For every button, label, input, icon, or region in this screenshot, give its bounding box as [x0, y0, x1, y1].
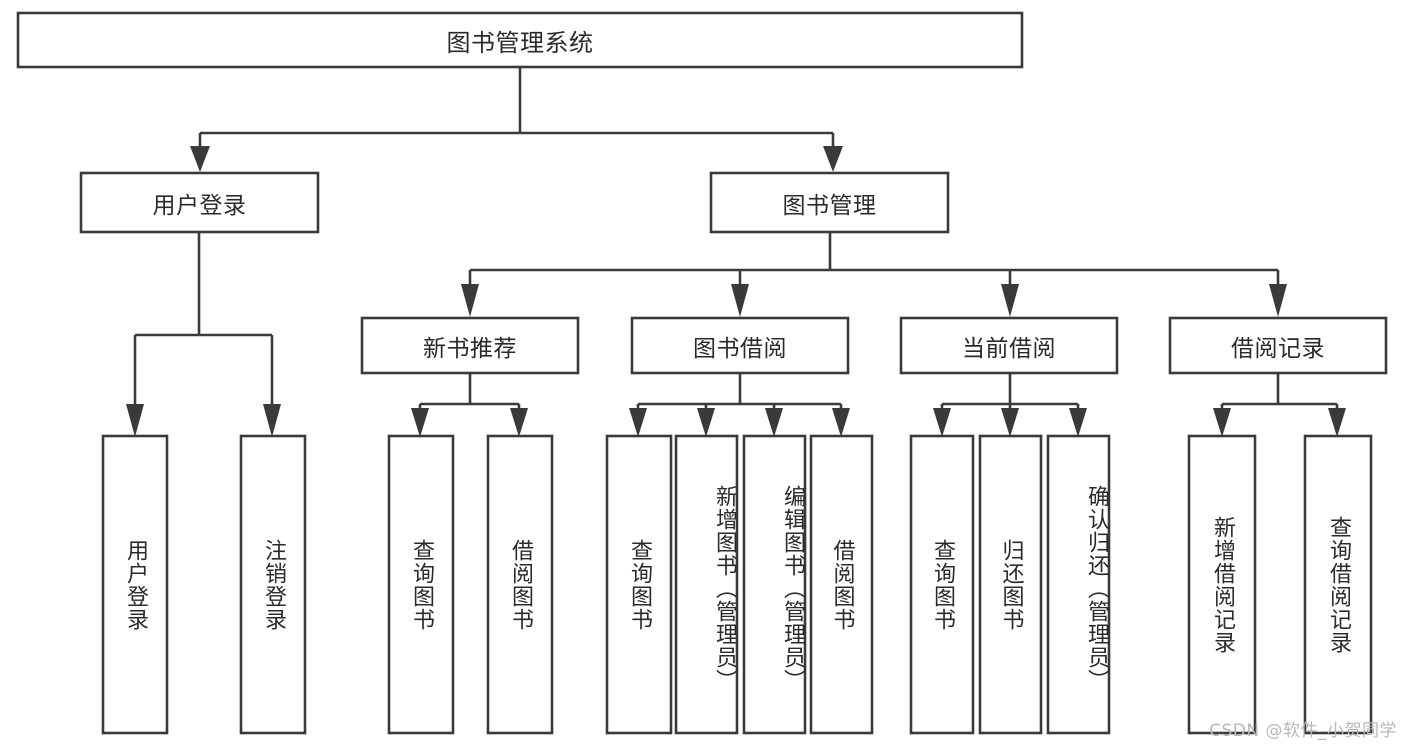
node-box-book-mgmt[interactable]: [709, 171, 950, 234]
connector-bookmgmt-to-level3: [461, 232, 1287, 317]
node-box-book-borrow[interactable]: [630, 316, 850, 375]
leaf-box[interactable]: [387, 434, 455, 735]
connector-newbook-to-leaves: [411, 373, 528, 437]
connector-userlogin-to-leaves: [126, 232, 281, 437]
connector-currentborrow-to-leaves: [933, 373, 1087, 437]
leaf-box[interactable]: [101, 434, 169, 735]
leaf-box[interactable]: [1046, 434, 1111, 735]
leaf-box[interactable]: [1303, 434, 1373, 735]
leaf-box[interactable]: [1187, 434, 1257, 735]
connector-bookborrow-to-leaves: [629, 373, 850, 437]
node-box-borrow-records[interactable]: [1168, 316, 1388, 375]
leaf-box[interactable]: [809, 434, 874, 735]
leaf-box[interactable]: [239, 434, 307, 735]
leaf-box[interactable]: [909, 434, 975, 735]
node-box-current-borrow[interactable]: [899, 316, 1119, 375]
leaf-box[interactable]: [486, 434, 554, 735]
leaf-box[interactable]: [978, 434, 1043, 735]
connector-root-to-level2: [190, 67, 843, 172]
node-box-new-book-recommend[interactable]: [360, 316, 580, 375]
leaf-box[interactable]: [674, 434, 739, 735]
connector-borrowrecords-to-leaves: [1213, 373, 1346, 437]
node-box-user-login[interactable]: [79, 171, 320, 234]
leaf-box[interactable]: [605, 434, 673, 735]
leaf-box[interactable]: [742, 434, 807, 735]
node-box-root[interactable]: [16, 11, 1024, 69]
watermark-text: CSDN @软件_小贺同学: [1209, 721, 1397, 741]
